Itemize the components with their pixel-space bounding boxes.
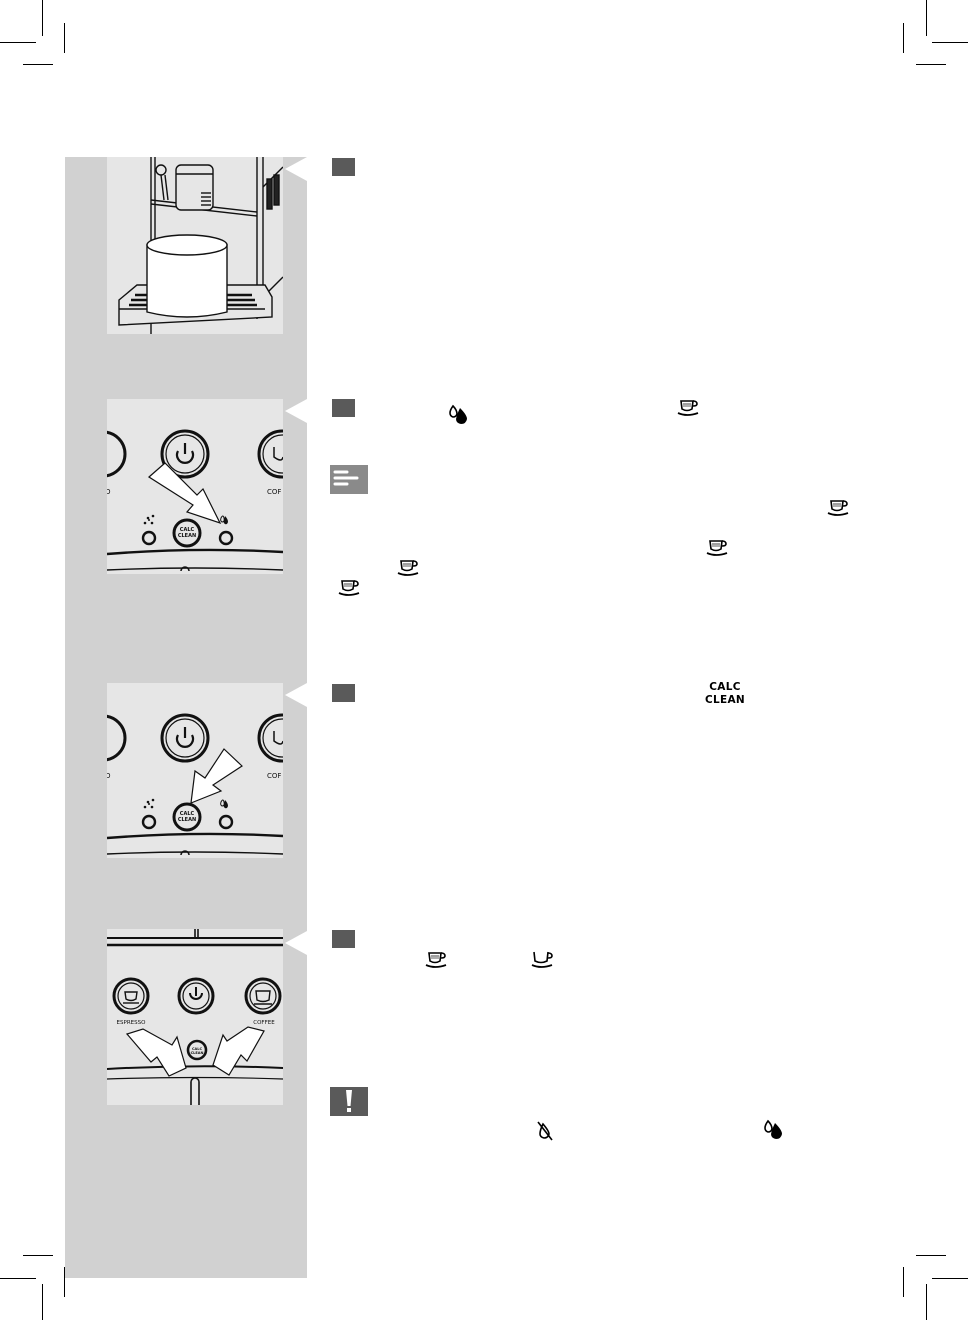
step-marker-3 <box>332 684 355 702</box>
crop-mark <box>903 1267 904 1297</box>
crop-mark <box>42 0 43 36</box>
espresso-cup-icon <box>677 400 699 416</box>
coffee-machine-container-drawing <box>118 157 283 334</box>
pointer-notch <box>285 399 307 423</box>
control-panel-drawing: ESPRESSO COFFEE CALC CLEAN <box>107 929 283 1105</box>
espresso-cup-icon <box>338 580 360 596</box>
espresso-cup-icon <box>706 540 728 556</box>
espresso-cup-icon <box>425 952 447 968</box>
crop-mark <box>932 42 968 43</box>
note-icon-box <box>330 465 368 494</box>
svg-text:CALC: CALC <box>180 527 195 533</box>
illustration-step-1 <box>107 157 283 334</box>
crop-mark <box>23 64 53 65</box>
step-marker-2 <box>332 399 355 417</box>
illustration-step-3: CALC CLEAN COF O <box>107 683 283 858</box>
water-drops-icon <box>764 1119 782 1139</box>
step-marker-1 <box>332 158 355 176</box>
illustration-step-2: CALC CLEAN COF O <box>107 399 283 574</box>
espresso-cup-icon <box>397 560 419 576</box>
exclamation-icon <box>346 1090 352 1112</box>
crop-mark <box>916 64 946 65</box>
svg-text:CLEAN: CLEAN <box>178 817 196 823</box>
control-panel-drawing: CALC CLEAN COF O <box>107 713 283 856</box>
crop-mark <box>926 1284 927 1320</box>
step-marker-4 <box>332 930 355 948</box>
coffee-cup-icon <box>531 951 553 968</box>
calc-label-line1: CALC <box>709 681 741 693</box>
crop-mark <box>926 0 927 36</box>
crop-mark <box>916 1255 946 1256</box>
control-panel-drawing: CALC CLEAN COF O <box>107 429 283 572</box>
crop-mark <box>64 23 65 53</box>
svg-text:CLEAN: CLEAN <box>191 1051 204 1055</box>
pointer-notch <box>285 931 307 955</box>
calc-label-line2: CLEAN <box>705 694 745 706</box>
svg-text:CALC: CALC <box>192 1047 203 1051</box>
illustration-step-4: ESPRESSO COFFEE CALC CLEAN <box>107 929 283 1105</box>
crop-mark <box>903 23 904 53</box>
svg-text:CLEAN: CLEAN <box>178 533 196 539</box>
svg-text:COFFEE: COFFEE <box>253 1020 275 1026</box>
svg-text:ESPRESSO: ESPRESSO <box>117 1020 147 1026</box>
svg-text:O: O <box>107 488 111 496</box>
crop-mark <box>0 42 36 43</box>
crop-mark <box>42 1284 43 1320</box>
svg-text:O: O <box>107 772 111 780</box>
svg-text:CALC: CALC <box>180 811 195 817</box>
svg-text:COF: COF <box>267 488 281 496</box>
no-water-icon <box>537 1121 553 1141</box>
note-lines-icon <box>333 470 359 486</box>
pointer-notch <box>285 683 307 707</box>
warning-icon-box <box>330 1087 368 1116</box>
svg-text:COF: COF <box>267 772 281 780</box>
pointer-notch <box>285 157 307 181</box>
crop-mark <box>932 1278 968 1279</box>
crop-mark <box>0 1278 36 1279</box>
water-drops-icon <box>449 404 467 424</box>
crop-mark <box>23 1255 53 1256</box>
calc-clean-button-label: CALC CLEAN <box>705 681 745 707</box>
crop-mark <box>64 1267 65 1297</box>
espresso-cup-icon <box>827 500 849 516</box>
